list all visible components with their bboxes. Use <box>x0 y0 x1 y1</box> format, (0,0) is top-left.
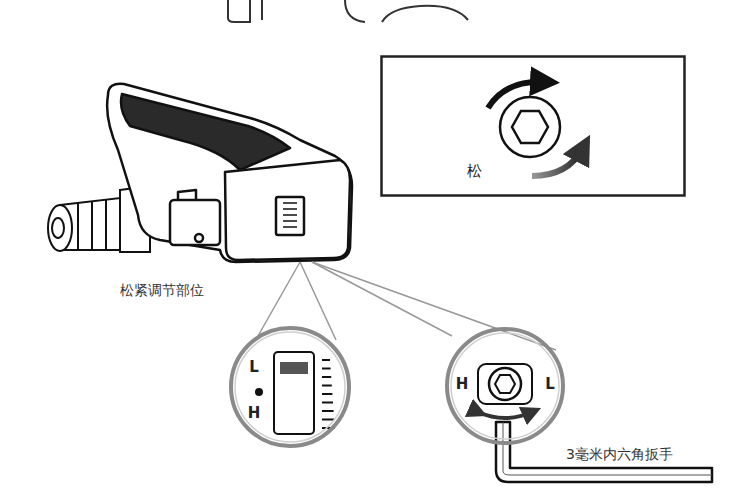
hex-bolt-inset <box>488 82 583 176</box>
scale-tick <box>322 419 334 421</box>
node-text: 松 <box>467 164 482 179</box>
tension-scale <box>322 360 335 428</box>
circle-inner-ring <box>451 333 559 439</box>
adjuster-bolt <box>478 364 532 418</box>
scale-tick <box>322 402 333 404</box>
tool-label: 3毫米内六角扳手 <box>566 447 673 462</box>
adjuster-window <box>255 352 314 434</box>
scale-tick <box>322 368 331 370</box>
node-text: L <box>249 360 259 375</box>
scale-tick <box>322 359 330 361</box>
part-label: 松紧调节部位 <box>120 283 204 298</box>
hex-key <box>496 422 712 482</box>
circle-border <box>447 329 563 443</box>
node-outline <box>380 55 686 197</box>
scale-tick <box>322 393 332 395</box>
upper-remnant <box>228 0 468 22</box>
rotation-inset-box: 紧松 <box>380 55 686 197</box>
node-text: H <box>248 406 261 421</box>
scale-tick <box>322 410 334 412</box>
pedal-body <box>107 84 352 262</box>
circle-border <box>231 328 349 446</box>
adjuster-bolt-circle: HL <box>444 326 566 446</box>
node-outline <box>228 325 352 449</box>
box-border <box>382 57 685 196</box>
tension-indicator-circle: LH <box>228 325 352 449</box>
circle-inner-ring <box>235 332 345 442</box>
scale-tick <box>322 376 331 378</box>
scale-tick <box>322 385 332 387</box>
node-text: L <box>545 377 555 392</box>
leader-line <box>258 262 556 350</box>
node-text: H <box>456 377 469 392</box>
